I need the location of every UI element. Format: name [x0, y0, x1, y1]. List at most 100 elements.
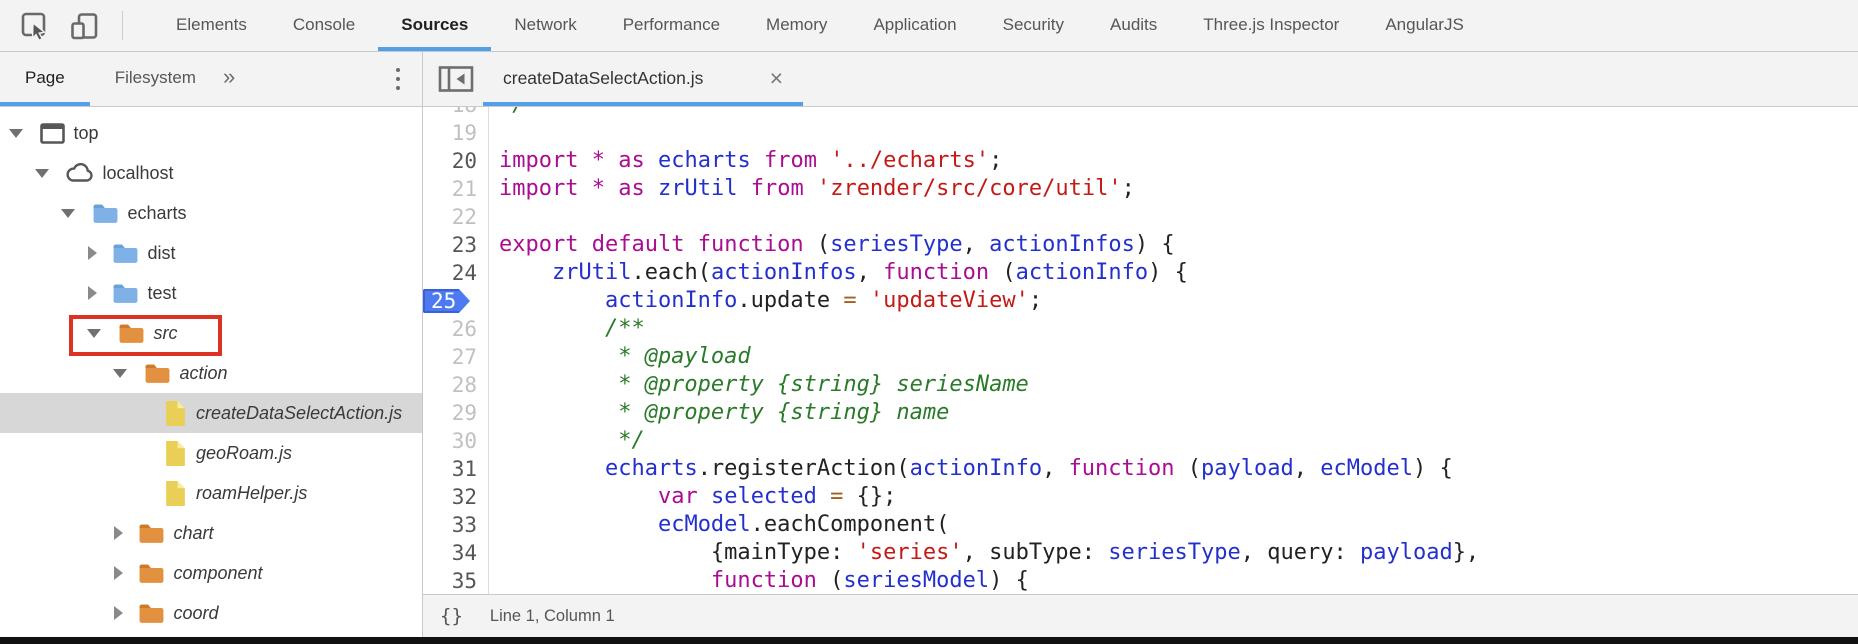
code-text: * @property {string} seriesName — [499, 372, 1029, 397]
line-number[interactable]: 35 — [423, 567, 489, 594]
line-number[interactable]: 21 — [423, 175, 489, 203]
breakpoint-marker[interactable] — [423, 289, 470, 313]
tree-item-action[interactable]: action — [0, 353, 422, 393]
editor-tab-title: createDataSelectAction.js — [503, 67, 704, 88]
code-text: zrUtil.each(actionInfos, function (actio… — [551, 260, 1188, 285]
line-number[interactable]: 25 — [423, 287, 489, 315]
line-number[interactable]: 24 — [423, 259, 489, 287]
code-line: 30 */ — [423, 427, 1858, 455]
devtools-tab-memory[interactable]: Memory — [766, 14, 828, 34]
folder-orange-icon — [118, 322, 145, 345]
pretty-print-icon[interactable]: {} — [440, 605, 463, 627]
line-number[interactable]: 29 — [423, 399, 489, 427]
editor-status-bar: {} Line 1, Column 1 — [423, 594, 1858, 637]
kebab-menu-icon[interactable] — [395, 52, 400, 106]
chevron-down-icon[interactable] — [9, 128, 23, 138]
line-number[interactable]: 26 — [423, 315, 489, 343]
cloud-icon — [65, 162, 94, 184]
chevron-right-icon[interactable] — [88, 246, 97, 260]
tree-item-chart[interactable]: chart — [0, 513, 422, 553]
line-number[interactable]: 28 — [423, 371, 489, 399]
tree-item-label: roamHelper.js — [196, 482, 308, 503]
inspect-element-icon[interactable] — [20, 11, 50, 41]
code-line: 24 zrUtil.each(actionInfos, function (ac… — [423, 259, 1858, 287]
chevron-down-icon[interactable] — [113, 368, 127, 378]
line-number[interactable]: 33 — [423, 511, 489, 539]
tree-item-test[interactable]: test — [0, 273, 422, 313]
hide-navigator-icon[interactable] — [438, 64, 474, 94]
code-text: export default function (seriesType, act… — [499, 232, 1175, 257]
cursor-position-text: Line 1, Column 1 — [489, 606, 615, 625]
tree-item-roamhelper-js[interactable]: roamHelper.js — [0, 473, 422, 513]
line-number[interactable]: 22 — [423, 203, 489, 231]
chevron-right-icon[interactable] — [88, 286, 97, 300]
editor-pane: createDataSelectAction.js × 18*/1920impo… — [423, 52, 1858, 637]
tree-item-top[interactable]: top — [0, 113, 422, 153]
devtools-tab-sources[interactable]: Sources — [378, 0, 492, 51]
file-icon — [164, 440, 187, 467]
more-tabs-icon[interactable]: » — [222, 64, 236, 89]
folder-orange-icon — [138, 522, 165, 545]
editor-tab-bar: createDataSelectAction.js × — [423, 52, 1858, 107]
device-toolbar-icon[interactable] — [70, 12, 100, 40]
devtools-tab-security[interactable]: Security — [1002, 14, 1065, 34]
sidebar-tabs: Page Filesystem — [0, 52, 221, 106]
chevron-down-icon[interactable] — [61, 208, 75, 218]
devtools-tab-network[interactable]: Network — [514, 14, 577, 34]
tree-item-localhost[interactable]: localhost — [0, 153, 422, 193]
tree-item-label: geoRoam.js — [196, 442, 293, 463]
main-toolbar: Elements Console Sources Network Performance… — [0, 0, 1858, 52]
tree-item-echarts[interactable]: echarts — [0, 193, 422, 233]
devtools-tabs: Elements Console Sources Network Performance… — [153, 0, 1487, 51]
devtools-tab-angularjs[interactable]: AngularJS — [1385, 14, 1464, 34]
code-line: 27 * @payload — [423, 343, 1858, 371]
code-text — [489, 119, 1858, 147]
code-line: 23 export default function (seriesType, a… — [423, 231, 1858, 259]
line-number[interactable]: 23 — [423, 231, 489, 259]
tree-item-label: src — [153, 322, 178, 343]
sidebar-tab-filesystem[interactable]: Filesystem — [114, 68, 196, 87]
chevron-right-icon[interactable] — [114, 606, 123, 620]
frame-icon — [39, 122, 65, 144]
code-text: ecModel.eachComponent( — [657, 512, 950, 537]
line-number[interactable]: 18 — [423, 107, 489, 119]
code-text: echarts.registerAction(actionInfo, funct… — [604, 456, 1453, 481]
line-number[interactable]: 30 — [423, 427, 489, 455]
tree-item-georoam-js[interactable]: geoRoam.js — [0, 433, 422, 473]
devtools-tab-elements[interactable]: Elements — [176, 14, 247, 34]
devtools-tab-audits[interactable]: Audits — [1110, 14, 1158, 34]
line-number[interactable]: 20 — [423, 147, 489, 175]
devtools-tab-performance[interactable]: Performance — [622, 14, 721, 34]
chevron-right-icon[interactable] — [114, 526, 123, 540]
line-number[interactable]: 32 — [423, 483, 489, 511]
line-number[interactable]: 27 — [423, 343, 489, 371]
close-icon[interactable]: × — [769, 64, 783, 91]
chevron-right-icon[interactable] — [114, 566, 123, 580]
editor-tab-createdataselectaction[interactable]: createDataSelectAction.js × — [483, 52, 803, 106]
devtools-tab-application[interactable]: Application — [873, 14, 957, 34]
folder-blue-icon — [92, 202, 119, 225]
code-text: /** — [499, 316, 645, 341]
chevron-down-icon[interactable] — [87, 328, 101, 338]
devtools-tab-console[interactable]: Console — [292, 14, 356, 34]
line-number[interactable]: 31 — [423, 455, 489, 483]
devtools-tab-three-js-inspector[interactable]: Three.js Inspector — [1203, 14, 1340, 34]
line-number[interactable]: 34 — [423, 539, 489, 567]
line-number[interactable]: 19 — [423, 119, 489, 147]
chevron-down-icon[interactable] — [35, 168, 49, 178]
sidebar-tab-page[interactable]: Page — [0, 52, 90, 106]
code-line: 29 * @property {string} name — [423, 399, 1858, 427]
tree-item-src[interactable]: src — [0, 313, 422, 353]
tree-item-dist[interactable]: dist — [0, 233, 422, 273]
tree-item-createdataselectaction-js[interactable]: createDataSelectAction.js — [0, 393, 422, 433]
tree-item-component[interactable]: component — [0, 553, 422, 593]
sidebar-tab-bar: Page Filesystem » — [0, 52, 422, 107]
tree-item-coord[interactable]: coord — [0, 593, 422, 633]
code-line: 26 /** — [423, 315, 1858, 343]
